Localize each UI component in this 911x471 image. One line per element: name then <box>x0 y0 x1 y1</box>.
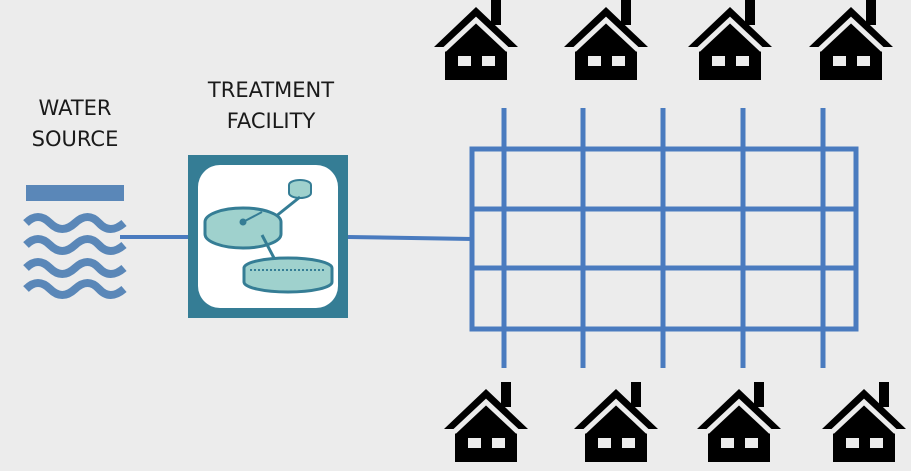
treatment-facility-label-line1: TREATMENT <box>207 78 335 102</box>
clarifier-tanks-icon <box>188 155 348 318</box>
house-icon <box>809 0 893 80</box>
house-icon <box>444 382 528 462</box>
house-icon <box>697 382 781 462</box>
water-source-label-line1: WATER <box>38 96 112 120</box>
distribution-grid <box>469 108 859 368</box>
water-source-label: WATER SOURCE <box>12 93 138 155</box>
treatment-facility-label-line2: FACILITY <box>226 109 316 133</box>
water-waves-icon <box>23 185 127 299</box>
house-icon <box>574 382 658 462</box>
treatment-facility-label: TREATMENT FACILITY <box>171 75 371 137</box>
house-icon <box>564 0 648 80</box>
house-icon <box>688 0 772 80</box>
house-icon <box>434 0 518 80</box>
house-icon <box>822 382 906 462</box>
facility-to-grid-pipe <box>347 235 473 241</box>
water-source-label-line2: SOURCE <box>31 127 119 151</box>
